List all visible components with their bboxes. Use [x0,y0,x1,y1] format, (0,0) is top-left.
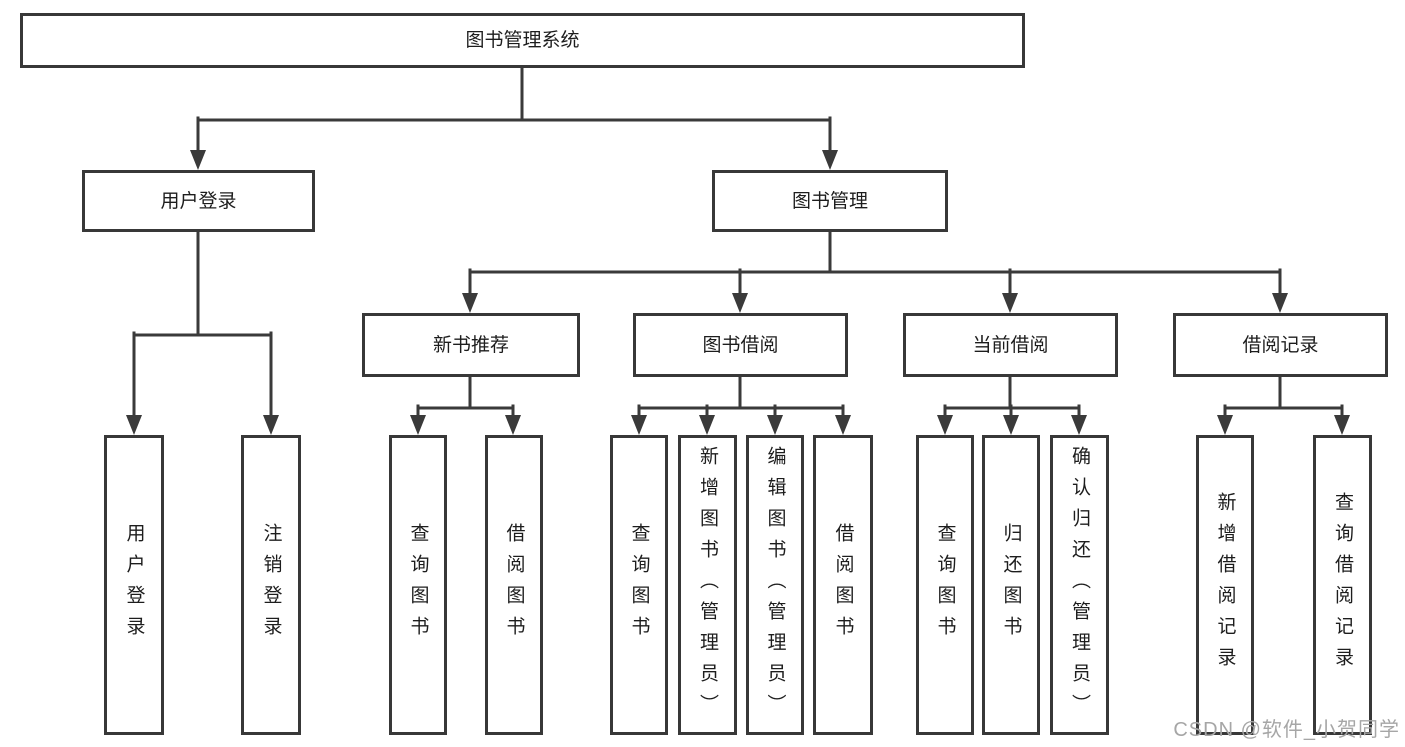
connector-current-borrow [943,375,1081,423]
connector-book-management [468,230,1282,301]
node-label: 查询图书 [407,523,429,647]
leaf-query-borrow-record: 查询借阅记录 [1313,435,1372,735]
arrow-down-icon [835,415,851,435]
arrow-down-icon [1334,415,1350,435]
connector-user-login [132,230,273,423]
node-user-login: 用户登录 [82,170,315,232]
node-label: 查询图书 [934,523,956,647]
connector-borrow-record [1223,375,1344,423]
node-label: 用户登录 [160,190,237,212]
node-label: 新增图书（管理员） [697,445,718,725]
node-label: 图书管理 [791,190,868,212]
node-label: 图书管理系统 [465,30,580,51]
leaf-borrow-book-2: 借阅图书 [813,435,873,735]
node-book-management: 图书管理 [712,170,948,232]
leaf-user-login: 用户登录 [104,435,164,735]
arrow-down-icon [631,415,647,435]
leaf-add-book-admin: 新增图书（管理员） [678,435,737,735]
node-label: 确认归还（管理员） [1069,445,1090,725]
node-label: 编辑图书（管理员） [764,445,786,725]
arrow-down-icon [1071,415,1087,435]
leaf-confirm-return-admin: 确认归还（管理员） [1050,435,1109,735]
node-label: 新书推荐 [432,334,509,356]
node-current-borrow: 当前借阅 [903,313,1118,377]
arrow-down-icon [1002,293,1018,313]
arrow-down-icon [937,415,953,435]
arrow-down-icon [1272,293,1288,313]
leaf-return-book: 归还图书 [982,435,1040,735]
node-root-system: 图书管理系统 [20,13,1025,68]
node-book-borrow: 图书借阅 [633,313,848,377]
connector-root [196,66,832,158]
arrow-down-icon [505,415,521,435]
node-label: 注销登录 [260,523,282,647]
node-new-book-recommend: 新书推荐 [362,313,580,377]
csdn-watermark: CSDN @软件_小贺同学 [1173,719,1400,741]
node-label: 借阅记录 [1242,334,1319,356]
arrow-down-icon [126,415,142,435]
leaf-borrow-book-1: 借阅图书 [485,435,543,735]
leaf-add-borrow-record: 新增借阅记录 [1196,435,1254,735]
arrow-down-icon [732,293,748,313]
leaf-edit-book-admin: 编辑图书（管理员） [746,435,804,735]
arrow-down-icon [1003,415,1019,435]
node-label: 归还图书 [1000,523,1022,647]
arrow-down-icon [699,415,715,435]
node-label: 借阅图书 [832,523,854,647]
leaf-query-book-3: 查询图书 [916,435,974,735]
leaf-query-book-1: 查询图书 [389,435,447,735]
connector-book-borrow [637,375,845,423]
node-label: 新增借阅记录 [1214,492,1236,678]
arrow-down-icon [767,415,783,435]
arrow-down-icon [410,415,426,435]
leaf-query-book-2: 查询图书 [610,435,668,735]
arrow-down-icon [822,150,838,170]
node-label: 查询图书 [628,523,650,647]
connector-new-book [416,375,515,423]
node-borrow-record: 借阅记录 [1173,313,1388,377]
node-label: 借阅图书 [503,523,525,647]
node-label: 查询借阅记录 [1332,492,1353,678]
arrow-down-icon [263,415,279,435]
arrow-down-icon [1217,415,1233,435]
node-label: 当前借阅 [972,334,1049,356]
arrow-down-icon [190,150,206,170]
leaf-logout: 注销登录 [241,435,301,735]
node-label: 图书借阅 [702,334,779,356]
arrow-down-icon [462,293,478,313]
node-label: 用户登录 [123,523,145,647]
